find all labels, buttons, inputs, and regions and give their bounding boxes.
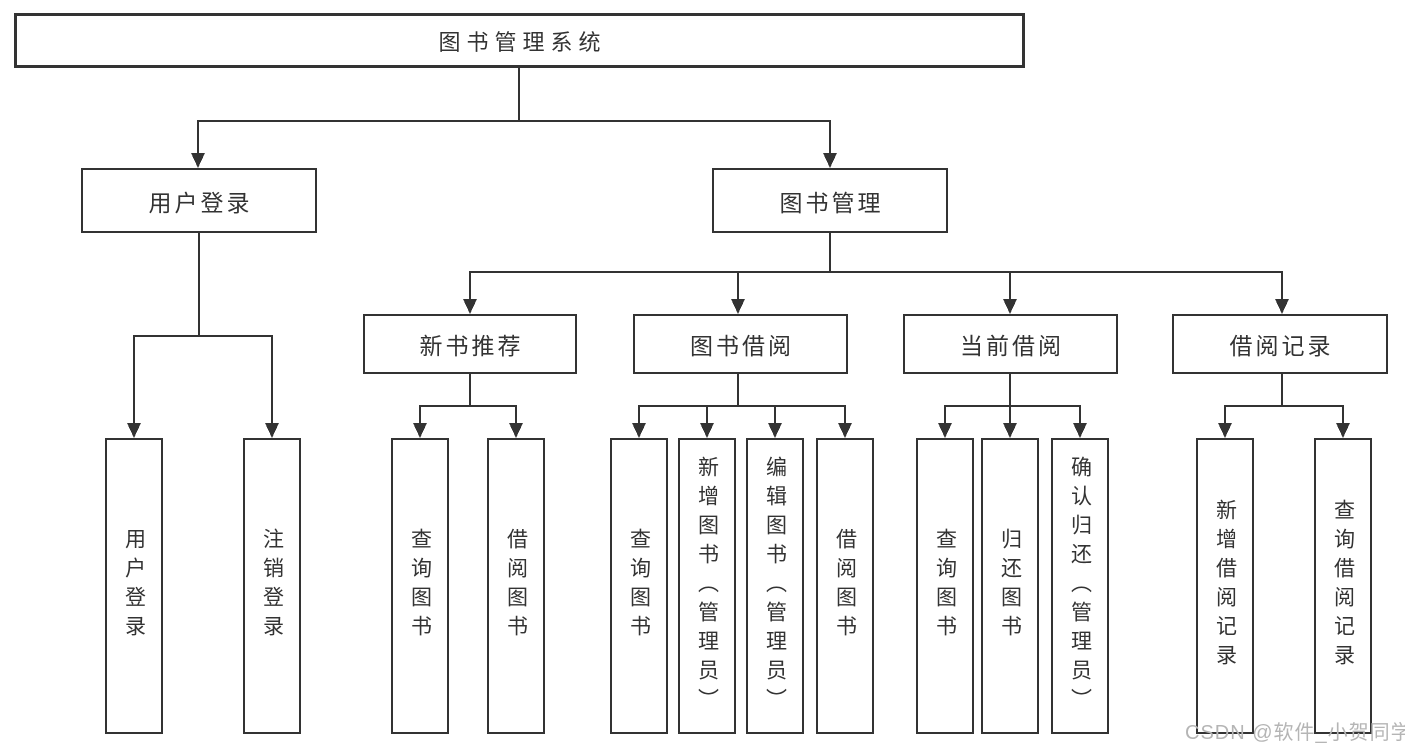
arrowhead-icon	[1336, 423, 1350, 438]
leaf-query-books-current-label: 查询图书	[933, 528, 957, 644]
leaf-add-borrow-record-label: 新增借阅记录	[1213, 499, 1237, 673]
arrowhead-icon	[823, 153, 837, 168]
arrowhead-icon	[1003, 299, 1017, 314]
node-book-management-label: 图书管理	[779, 189, 884, 216]
arrowhead-icon	[700, 423, 714, 438]
leaf-add-book-admin: 新增图书（管理员）	[678, 438, 736, 734]
leaf-query-books-recommend: 查询图书	[391, 438, 449, 734]
leaf-add-borrow-record: 新增借阅记录	[1196, 438, 1254, 734]
node-borrow-records-label: 借阅记录	[1229, 333, 1334, 359]
node-new-book-recommend-label: 新书推荐	[419, 333, 524, 359]
arrowhead-icon	[265, 423, 279, 438]
node-current-borrow-label: 当前借阅	[960, 333, 1064, 359]
leaf-borrow-books-label: 借阅图书	[833, 528, 857, 644]
leaf-borrow-books-recommend-label: 借阅图书	[504, 528, 528, 644]
node-library-system: 图书管理系统	[14, 13, 1025, 68]
leaf-borrow-books-recommend: 借阅图书	[487, 438, 545, 734]
arrowhead-icon	[413, 423, 427, 438]
leaf-edit-book-admin: 编辑图书（管理员）	[746, 438, 804, 734]
arrowhead-icon	[632, 423, 646, 438]
leaf-borrow-books: 借阅图书	[816, 438, 874, 734]
arrowhead-icon	[1073, 423, 1087, 438]
arrowhead-icon	[191, 153, 205, 168]
arrowhead-icon	[1275, 299, 1289, 314]
leaf-return-book-label: 归还图书	[998, 528, 1022, 644]
node-user-login-label: 用户登录	[148, 189, 253, 216]
leaf-user-login: 用户登录	[105, 438, 163, 734]
leaf-query-books-recommend-label: 查询图书	[408, 528, 432, 644]
node-borrow-records: 借阅记录	[1172, 314, 1388, 374]
arrowhead-icon	[1218, 423, 1232, 438]
arrowhead-icon	[509, 423, 523, 438]
leaf-logout-label: 注销登录	[260, 528, 284, 644]
leaf-add-book-admin-label: 新增图书（管理员）	[695, 455, 719, 717]
leaf-query-borrow-record-label: 查询借阅记录	[1331, 499, 1355, 673]
leaf-edit-book-admin-label: 编辑图书（管理员）	[763, 455, 787, 717]
leaf-query-borrow-record: 查询借阅记录	[1314, 438, 1372, 734]
arrowhead-icon	[127, 423, 141, 438]
node-book-management: 图书管理	[712, 168, 948, 233]
leaf-query-books-current: 查询图书	[916, 438, 974, 734]
leaf-query-books-borrow: 查询图书	[610, 438, 668, 734]
arrowhead-icon	[838, 423, 852, 438]
node-book-borrow: 图书借阅	[633, 314, 848, 374]
leaf-logout: 注销登录	[243, 438, 301, 734]
leaf-confirm-return-admin-label: 确认归还（管理员）	[1068, 455, 1092, 717]
leaf-query-books-borrow-label: 查询图书	[627, 528, 651, 644]
arrowhead-icon	[938, 423, 952, 438]
node-current-borrow: 当前借阅	[903, 314, 1118, 374]
leaf-user-login-label: 用户登录	[122, 528, 146, 644]
node-user-login: 用户登录	[81, 168, 317, 233]
arrowhead-icon	[1003, 423, 1017, 438]
leaf-confirm-return-admin: 确认归还（管理员）	[1051, 438, 1109, 734]
arrowhead-icon	[731, 299, 745, 314]
node-library-system-label: 图书管理系统	[438, 29, 607, 55]
watermark: CSDN @软件_小贺同学	[1185, 722, 1405, 744]
arrowhead-icon	[463, 299, 477, 314]
node-book-borrow-label: 图书借阅	[690, 333, 794, 359]
node-new-book-recommend: 新书推荐	[363, 314, 577, 374]
arrowhead-icon	[768, 423, 782, 438]
leaf-return-book: 归还图书	[981, 438, 1039, 734]
